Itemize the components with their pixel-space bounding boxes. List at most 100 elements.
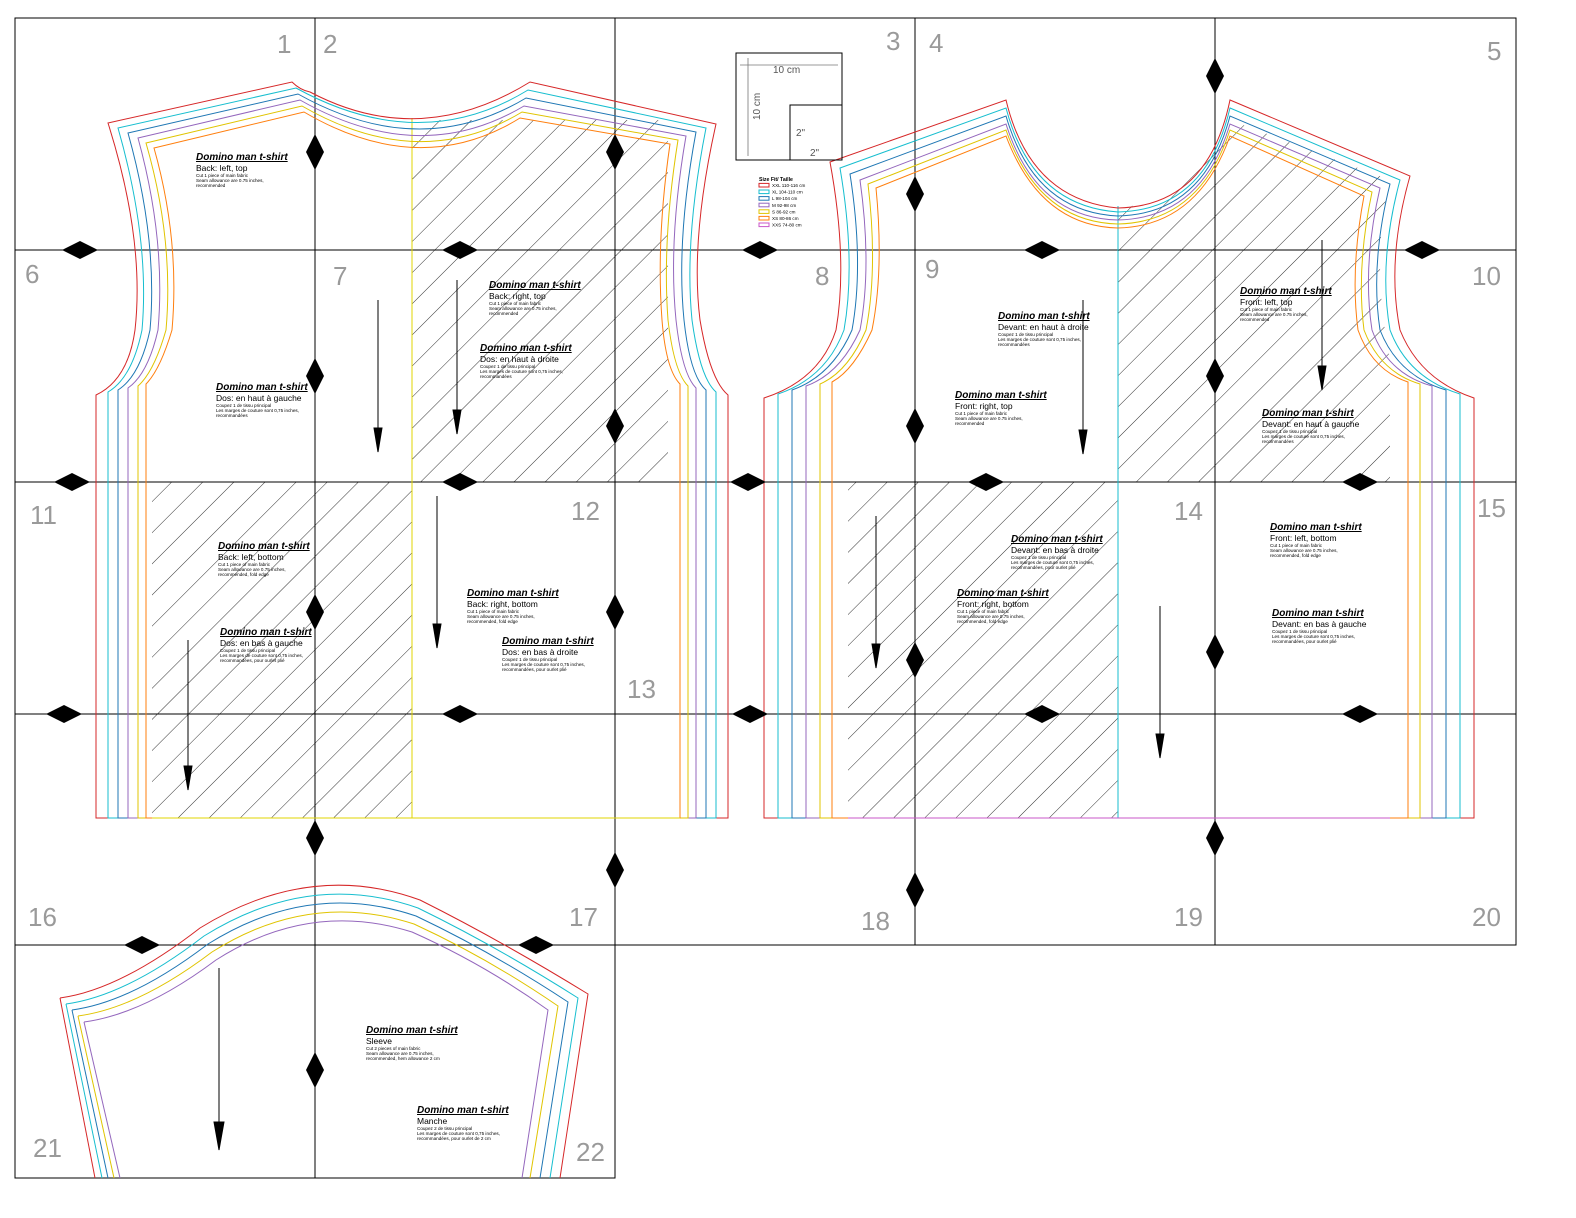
tile-number: 13 bbox=[627, 674, 656, 704]
sleeve-side-l bbox=[71, 1009, 109, 1179]
sleeve-outline-xxl bbox=[59, 884, 589, 1179]
diamond-mark bbox=[306, 594, 324, 630]
size-legend-label: XXL 110-116 cm bbox=[772, 183, 806, 188]
piece-label-note: Seam allowance are 0.75 inches, bbox=[196, 178, 264, 183]
size-legend-swatch bbox=[758, 182, 770, 188]
diamond-mark bbox=[306, 820, 324, 856]
diamond-mark bbox=[518, 936, 554, 954]
piece-label-name: Back: left, top bbox=[196, 163, 248, 173]
piece-label-note: Cut 2 pieces of main fabric bbox=[366, 1046, 421, 1051]
size-legend-swatch bbox=[758, 202, 770, 208]
piece-label-note: recommandées bbox=[216, 413, 248, 418]
piece-label-note: Seam allowance are 0.75 inches, bbox=[467, 614, 535, 619]
diamond-mark bbox=[606, 408, 624, 444]
grainline-arrow bbox=[373, 300, 383, 453]
piece-label-note: Cut 1 piece of main fabric bbox=[196, 173, 249, 178]
piece-label-title: Domino man t-shirt bbox=[957, 588, 1049, 599]
piece-label-note: Cut 1 piece of main fabric bbox=[467, 609, 520, 614]
tile-number: 15 bbox=[1477, 493, 1506, 523]
back-top-right-hatch bbox=[412, 120, 668, 482]
piece-label-note: Seam allowance are 0.75 inches, bbox=[366, 1051, 434, 1056]
piece-label-note: recommandées, pour ourlet plié bbox=[1011, 565, 1076, 570]
front-outline-s bbox=[819, 129, 1421, 819]
sleeve-outline-m bbox=[83, 920, 549, 1179]
piece-label-name: Devant: en haut à gauche bbox=[1262, 419, 1360, 429]
tile-number: 1 bbox=[277, 29, 291, 59]
piece-label-note: recommended, fold edge bbox=[467, 619, 518, 624]
diamond-mark bbox=[1206, 358, 1224, 394]
grainline-arrow bbox=[1078, 300, 1088, 455]
back-bottom-left-hatch bbox=[152, 482, 412, 818]
diamond-mark bbox=[906, 872, 924, 908]
tile-number: 9 bbox=[925, 254, 939, 284]
front-piece bbox=[763, 99, 1475, 819]
piece-label-note: recommandées, pour ourlet de 2 cm bbox=[417, 1136, 491, 1141]
piece-label-note: Coupez 1 de tissu principal bbox=[220, 648, 275, 653]
diamond-mark bbox=[730, 473, 766, 491]
piece-label-title: Domino man t-shirt bbox=[998, 311, 1090, 322]
front-outline-m bbox=[805, 123, 1433, 819]
piece-label-note: Cut 1 piece of main fabric bbox=[1270, 543, 1323, 548]
piece-label-title: Domino man t-shirt bbox=[467, 588, 559, 599]
piece-label-note: Seam allowance are 0.75 inches, bbox=[489, 306, 557, 311]
sleeve-side-xl bbox=[65, 1003, 103, 1179]
sleeve-outline-xl bbox=[65, 893, 579, 1179]
size-legend-swatch bbox=[758, 209, 770, 214]
grainline-arrow bbox=[183, 640, 193, 791]
piece-label-note: Les marges de couture sont 0,75 inches, bbox=[1272, 634, 1355, 639]
diamond-mark bbox=[968, 473, 1004, 491]
piece-label-note: Cut 1 piece of main fabric bbox=[957, 609, 1010, 614]
size-legend-label: XXS 74-80 cm bbox=[772, 223, 802, 228]
back-outline-s bbox=[137, 105, 689, 819]
diamond-mark bbox=[606, 852, 624, 888]
piece-label-note: Coupez 1 de tissu principal bbox=[998, 332, 1053, 337]
size-legend-title: Size Fit/ Taille bbox=[759, 177, 793, 183]
size-legend-label: S 86-92 cm bbox=[772, 209, 796, 214]
size-legend-label: XL 104-110 cm bbox=[772, 190, 803, 195]
size-legend-label: M 92-98 cm bbox=[772, 203, 796, 208]
piece-label-note: recommandées bbox=[1262, 439, 1294, 444]
diamond-mark bbox=[906, 408, 924, 444]
piece-label-note: Cut 1 piece of main fabric bbox=[218, 562, 271, 567]
diamond-mark bbox=[606, 594, 624, 630]
piece-label-note: recommandées bbox=[998, 342, 1030, 347]
piece-label-name: Dos: en haut à droite bbox=[480, 354, 559, 364]
grainline-arrow bbox=[213, 968, 225, 1151]
diamond-mark bbox=[606, 134, 624, 170]
back-piece bbox=[95, 81, 729, 819]
piece-label-note: recommended bbox=[955, 421, 985, 426]
piece-label-note: Seam allowance are 0.75 inches, bbox=[955, 416, 1023, 421]
diamond-mark bbox=[442, 241, 478, 259]
piece-label-name: Back: left, bottom bbox=[218, 552, 284, 562]
front-top-right-hatch bbox=[1118, 120, 1390, 482]
front-outline-xxl bbox=[763, 99, 1475, 819]
tile-number: 4 bbox=[929, 28, 943, 58]
scale-label-height: 10 cm bbox=[752, 93, 763, 120]
tile-number: 14 bbox=[1174, 496, 1203, 526]
tile-number: 7 bbox=[333, 261, 347, 291]
piece-label-name: Devant: en bas à gauche bbox=[1272, 619, 1367, 629]
piece-label-note: Cut 1 piece of main fabric bbox=[955, 411, 1008, 416]
tile-number: 5 bbox=[1487, 36, 1501, 66]
piece-label-name: Dos: en haut à gauche bbox=[216, 393, 302, 403]
piece-label-title: Domino man t-shirt bbox=[1011, 534, 1103, 545]
front-outline-xs bbox=[831, 135, 1409, 819]
piece-label-note: recommandées, pour ourlet plié bbox=[1272, 639, 1337, 644]
piece-label-title: Domino man t-shirt bbox=[1272, 608, 1364, 619]
sleeve-side-xxl bbox=[59, 997, 96, 1179]
tile-number: 6 bbox=[25, 259, 39, 289]
piece-label-name: Manche bbox=[417, 1116, 448, 1126]
back-outline-m bbox=[127, 99, 697, 819]
piece-label-note: Coupez 2 de tissu principal bbox=[417, 1126, 472, 1131]
grainline-arrow bbox=[452, 280, 462, 435]
